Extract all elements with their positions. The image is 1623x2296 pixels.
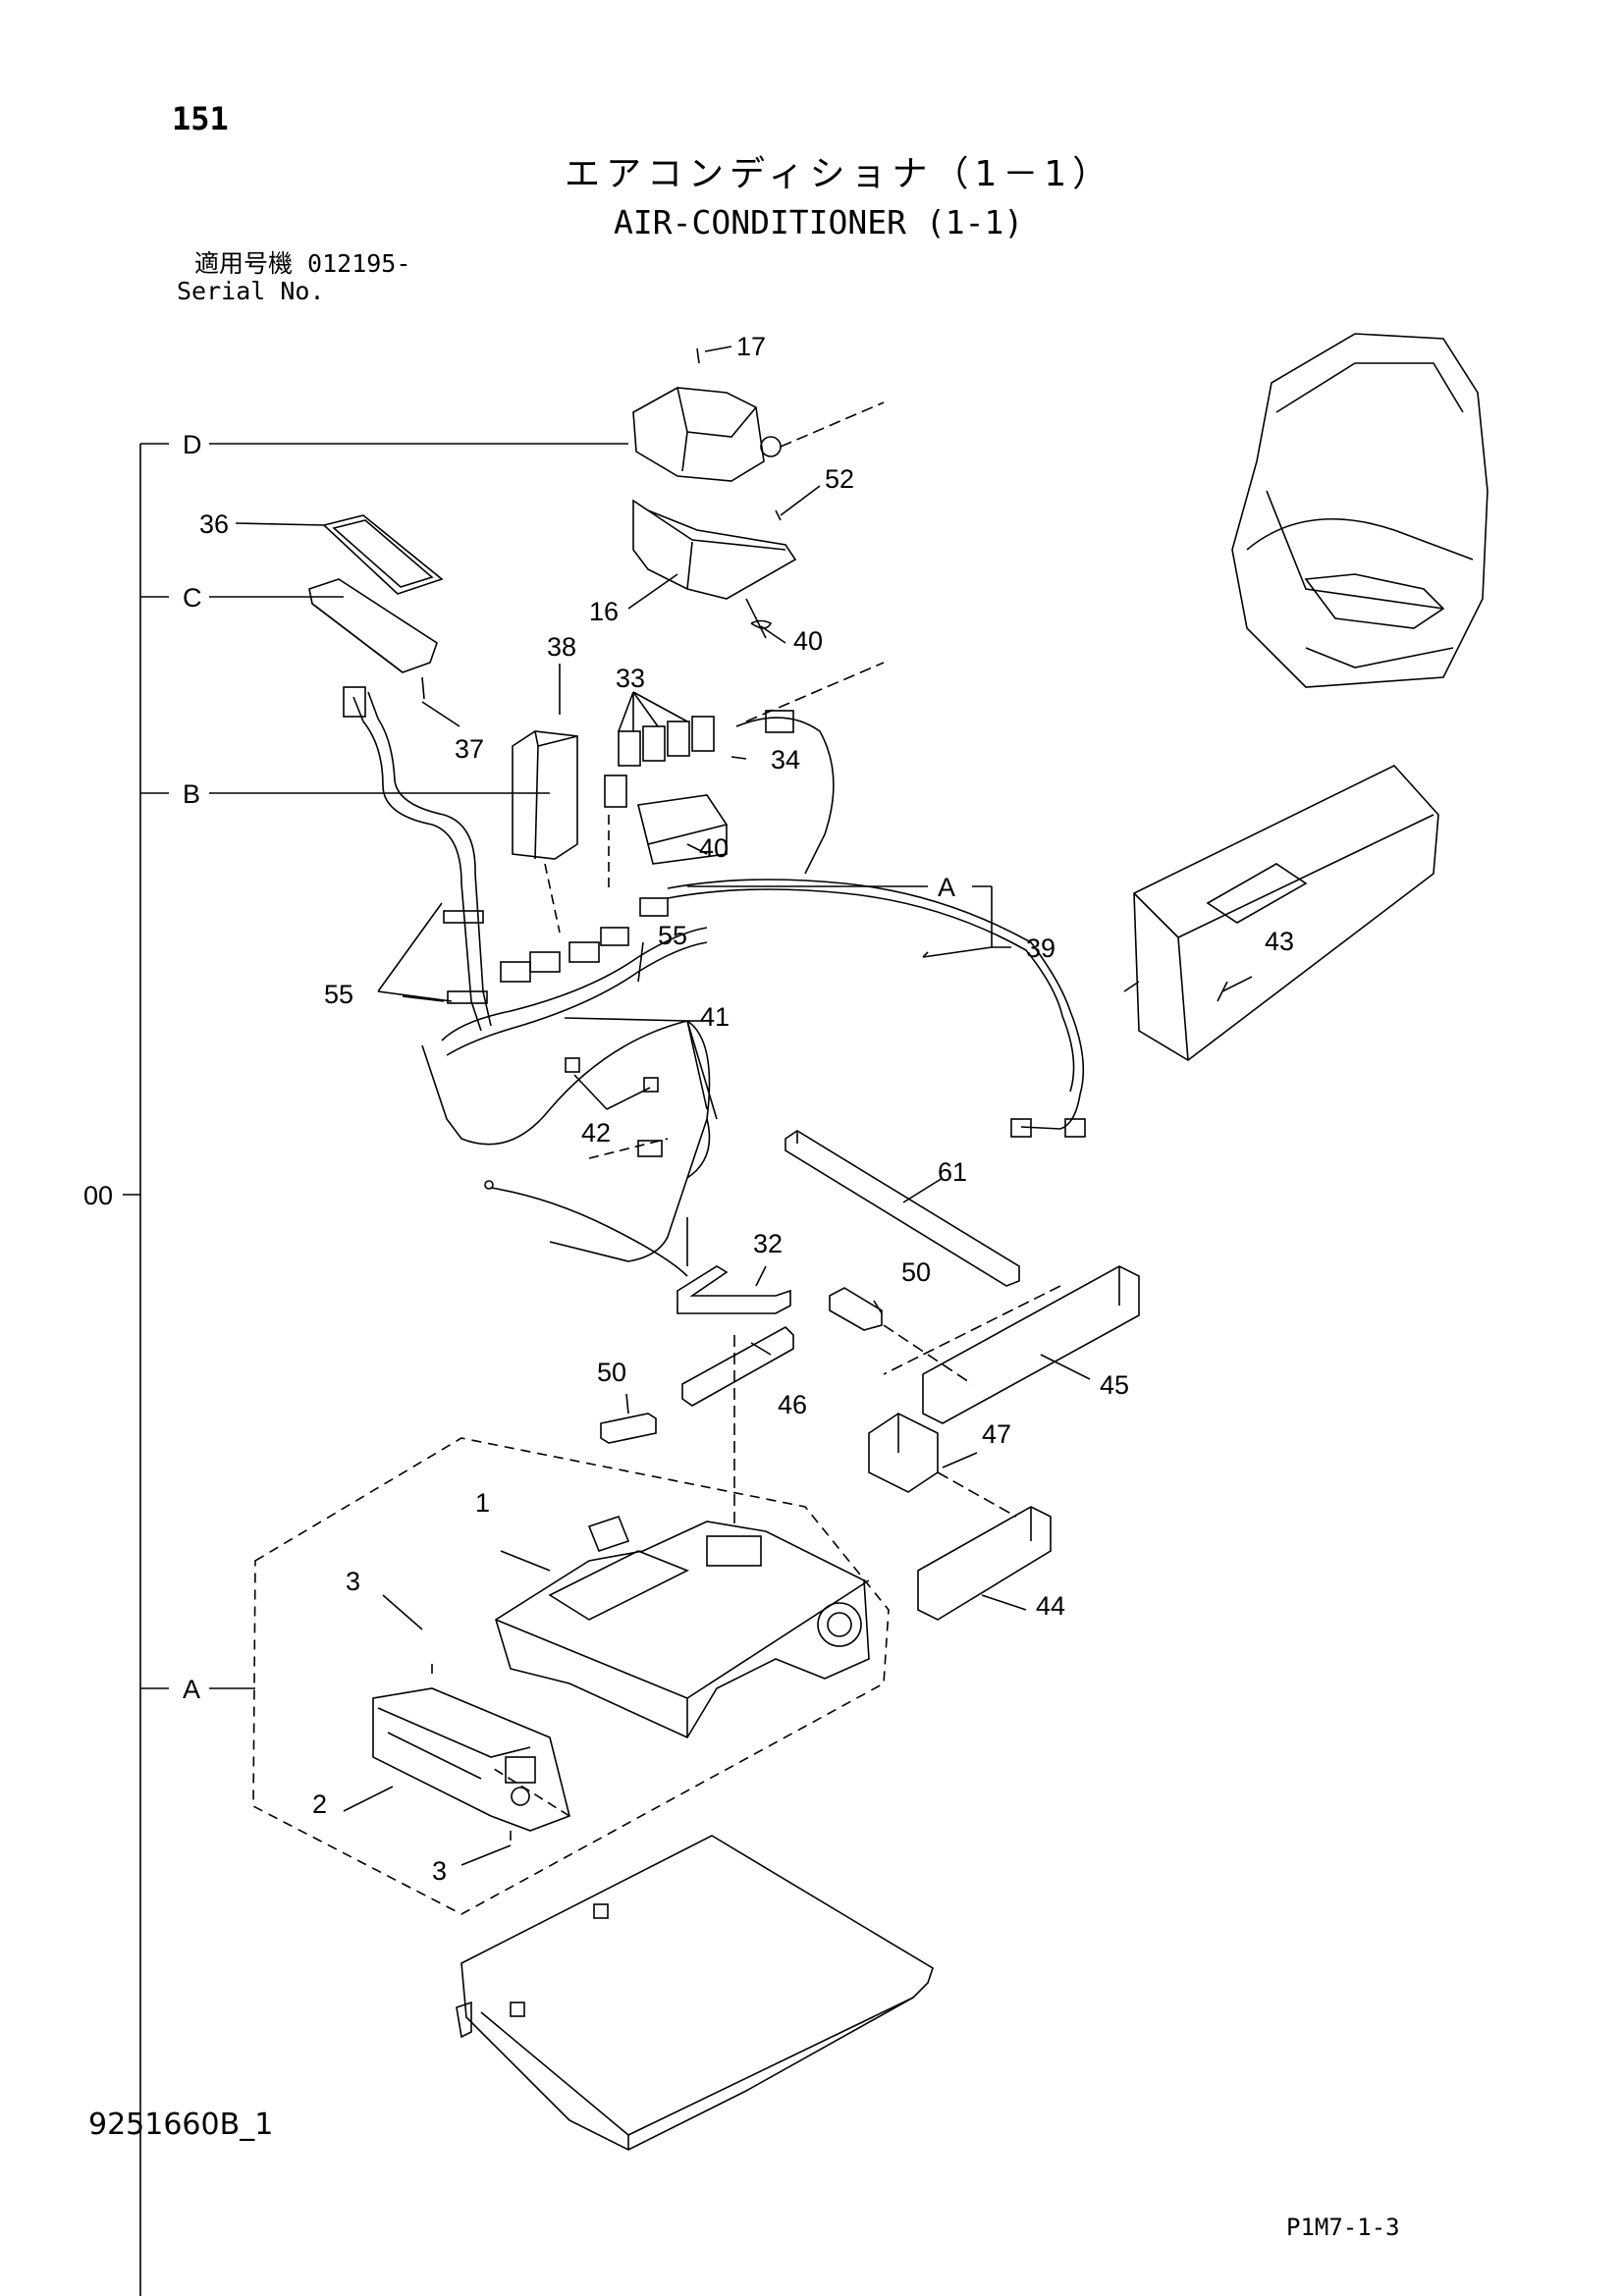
title-japanese: エアコンディショナ（1－1） bbox=[565, 154, 1114, 194]
controller-unit-drawing bbox=[632, 347, 885, 482]
callout-61: 61 bbox=[938, 1157, 967, 1187]
duct-c-drawing bbox=[308, 578, 438, 700]
callout-leaders bbox=[235, 346, 1228, 1866]
hvac-unit-1-drawing bbox=[495, 1516, 870, 1739]
group-label-b: B bbox=[183, 779, 200, 809]
part-drawings bbox=[252, 333, 1488, 2151]
title-english: AIR-CONDITIONER (1-1) bbox=[614, 203, 1024, 241]
callout-a-ref: A bbox=[938, 873, 955, 902]
callout-40a: 40 bbox=[793, 626, 823, 656]
panel-43-drawing bbox=[1123, 765, 1439, 1061]
bracket-16-drawing bbox=[632, 499, 797, 639]
floor-plate-e-drawing bbox=[456, 1835, 934, 2151]
callout-42: 42 bbox=[581, 1118, 611, 1148]
callout-3b: 3 bbox=[432, 1856, 447, 1886]
callout-44: 44 bbox=[1036, 1591, 1065, 1621]
callout-33: 33 bbox=[616, 664, 645, 693]
serial-label-japanese: 適用号機 012195- bbox=[194, 249, 411, 278]
seal-46-drawing bbox=[681, 1326, 794, 1407]
group-label-root: 00 bbox=[83, 1181, 113, 1210]
cable-39-drawing bbox=[667, 662, 1086, 1138]
seal-32-drawing bbox=[676, 1265, 791, 1314]
group-label-c: C bbox=[183, 583, 202, 613]
main-harness-drawing bbox=[421, 897, 711, 1277]
callout-50a: 50 bbox=[597, 1358, 626, 1387]
callout-47: 47 bbox=[982, 1419, 1011, 1449]
callout-16: 16 bbox=[589, 597, 619, 626]
callout-36: 36 bbox=[199, 509, 229, 539]
controller-38-drawing bbox=[512, 682, 578, 934]
group-label-a: A bbox=[183, 1675, 200, 1704]
seal-44-drawing bbox=[917, 1506, 1052, 1621]
filter-36-drawing bbox=[322, 514, 444, 595]
group-label-d: D bbox=[183, 430, 202, 459]
callout-40b: 40 bbox=[699, 833, 729, 863]
group-tree-lines bbox=[123, 443, 628, 2296]
callout-50b: 50 bbox=[901, 1257, 931, 1287]
assembly-a-boundary bbox=[252, 1437, 890, 1915]
callout-39: 39 bbox=[1026, 934, 1055, 963]
cab-overview-drawing bbox=[1231, 333, 1488, 688]
callout-43: 43 bbox=[1265, 927, 1294, 956]
page-code: P1M7-1-3 bbox=[1286, 2214, 1400, 2241]
callout-32: 32 bbox=[753, 1229, 783, 1258]
relays-33-drawing bbox=[604, 716, 729, 893]
seal-50b-drawing bbox=[829, 1287, 883, 1331]
seal-61-drawing bbox=[784, 1130, 1020, 1287]
callout-1: 1 bbox=[475, 1488, 490, 1518]
document-number: 9251660B_1 bbox=[88, 2108, 274, 2142]
serial-label-english: Serial No. bbox=[177, 277, 325, 305]
page-number: 151 bbox=[172, 100, 229, 137]
callout-34: 34 bbox=[771, 745, 800, 774]
callout-3a: 3 bbox=[346, 1567, 360, 1596]
callout-46: 46 bbox=[778, 1390, 807, 1419]
callout-41: 41 bbox=[700, 1002, 730, 1032]
callout-17: 17 bbox=[736, 332, 766, 361]
callout-52: 52 bbox=[825, 464, 854, 494]
seal-50a-drawing bbox=[600, 1413, 657, 1444]
callout-38: 38 bbox=[547, 632, 576, 662]
seal-45-drawing bbox=[883, 1265, 1140, 1424]
sub-unit-2-drawing bbox=[372, 1664, 570, 1841]
seal-47-drawing bbox=[868, 1413, 1017, 1518]
callout-2: 2 bbox=[312, 1789, 327, 1819]
harness-b-drawing bbox=[343, 686, 492, 1032]
callout-55b: 55 bbox=[324, 980, 353, 1009]
callout-37: 37 bbox=[455, 734, 484, 764]
callout-45: 45 bbox=[1100, 1370, 1129, 1400]
callout-55a: 55 bbox=[658, 921, 687, 950]
